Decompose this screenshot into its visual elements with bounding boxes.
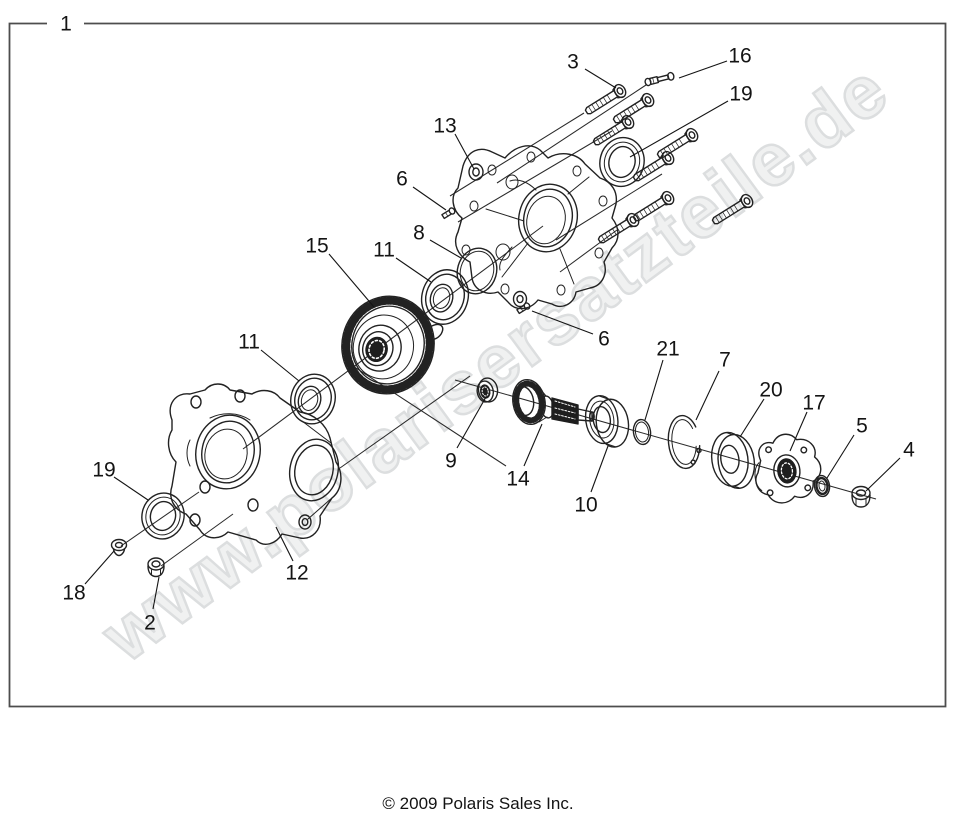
callout-2: 2 bbox=[144, 612, 156, 635]
callout-12: 12 bbox=[285, 562, 308, 585]
callout-leader-16 bbox=[678, 60, 728, 79]
callout-11a: 11 bbox=[373, 239, 395, 262]
callout-9: 9 bbox=[445, 450, 457, 473]
callout-1: 1 bbox=[60, 13, 72, 36]
bushing bbox=[476, 377, 499, 403]
callout-leader-10 bbox=[590, 445, 609, 493]
main-housing-drawing bbox=[167, 383, 342, 545]
seal-left bbox=[141, 492, 185, 540]
o-ring-large bbox=[456, 247, 498, 295]
output-flange bbox=[754, 433, 822, 504]
callout-leader-11a bbox=[395, 257, 432, 283]
frame-border bbox=[8, 22, 947, 708]
callout-leader-14 bbox=[523, 423, 543, 467]
callout-leader-18 bbox=[84, 550, 115, 585]
callout-19b: 19 bbox=[92, 459, 115, 482]
pinion-bearing bbox=[584, 395, 630, 448]
callout-leader-6a bbox=[412, 186, 447, 211]
vent-fitting bbox=[644, 71, 675, 87]
callout-leader-5 bbox=[826, 434, 855, 479]
callout-16: 16 bbox=[728, 45, 751, 68]
copyright-text: © 2009 Polaris Sales Inc. bbox=[382, 794, 574, 813]
callout-8: 8 bbox=[413, 222, 425, 245]
callout-3: 3 bbox=[567, 51, 579, 74]
callout-leader-20 bbox=[739, 398, 765, 438]
callout-14: 14 bbox=[506, 468, 530, 491]
snap-ring bbox=[667, 414, 702, 470]
callout-6b: 6 bbox=[598, 328, 610, 351]
callout-leader-3 bbox=[584, 68, 617, 89]
callout-10: 10 bbox=[574, 494, 597, 517]
callout-5: 5 bbox=[856, 415, 868, 438]
callout-leader-6b bbox=[531, 310, 594, 335]
callout-21: 21 bbox=[656, 338, 679, 361]
callout-11b: 11 bbox=[238, 331, 260, 354]
callout-leader-21 bbox=[644, 359, 664, 421]
callout-leader-2 bbox=[152, 576, 160, 610]
axis-guide-lines bbox=[120, 84, 877, 567]
rear-cover-drawing bbox=[452, 145, 619, 310]
callout-7: 7 bbox=[719, 349, 731, 372]
lock-nut bbox=[851, 485, 871, 508]
callout-leader-19b bbox=[113, 476, 149, 501]
pinion-gear bbox=[512, 378, 595, 426]
callout-leader-13 bbox=[454, 133, 475, 170]
callout-6a: 6 bbox=[396, 168, 408, 191]
callout-leader-9 bbox=[456, 396, 487, 449]
washer-5 bbox=[813, 474, 831, 498]
callout-4: 4 bbox=[903, 439, 915, 462]
callout-leader-11b bbox=[260, 349, 300, 382]
callout-15: 15 bbox=[305, 235, 328, 258]
callout-leader-8 bbox=[429, 239, 462, 259]
bearing-lower bbox=[290, 373, 336, 425]
callout-leader-12 bbox=[275, 526, 294, 562]
callout-leader-7 bbox=[695, 370, 720, 421]
thrust-washer bbox=[710, 431, 756, 489]
callout-19a: 19 bbox=[729, 83, 752, 106]
callout-18: 18 bbox=[62, 582, 85, 605]
o-ring-small bbox=[632, 418, 652, 446]
callout-leader-4 bbox=[865, 457, 901, 492]
seal-upper bbox=[599, 136, 645, 188]
nut-2 bbox=[147, 557, 165, 578]
ring-gear bbox=[341, 295, 444, 395]
callout-17: 17 bbox=[802, 392, 825, 415]
callout-20: 20 bbox=[759, 379, 782, 402]
bearing-upper bbox=[420, 269, 470, 325]
callout-13: 13 bbox=[433, 115, 456, 138]
callout-leader-17 bbox=[789, 411, 808, 452]
washer-18 bbox=[110, 538, 128, 557]
callout-leader-19a bbox=[629, 100, 729, 158]
callout-leader-15 bbox=[328, 253, 375, 308]
